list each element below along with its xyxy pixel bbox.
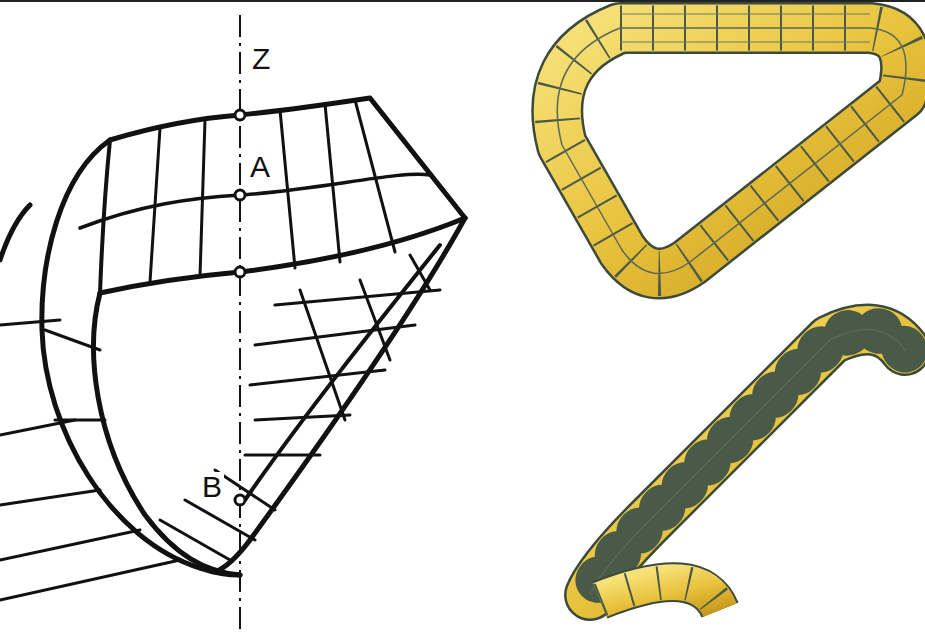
point-label: A xyxy=(248,152,272,182)
point-label: B xyxy=(200,472,224,502)
point-label: Z xyxy=(250,44,272,74)
